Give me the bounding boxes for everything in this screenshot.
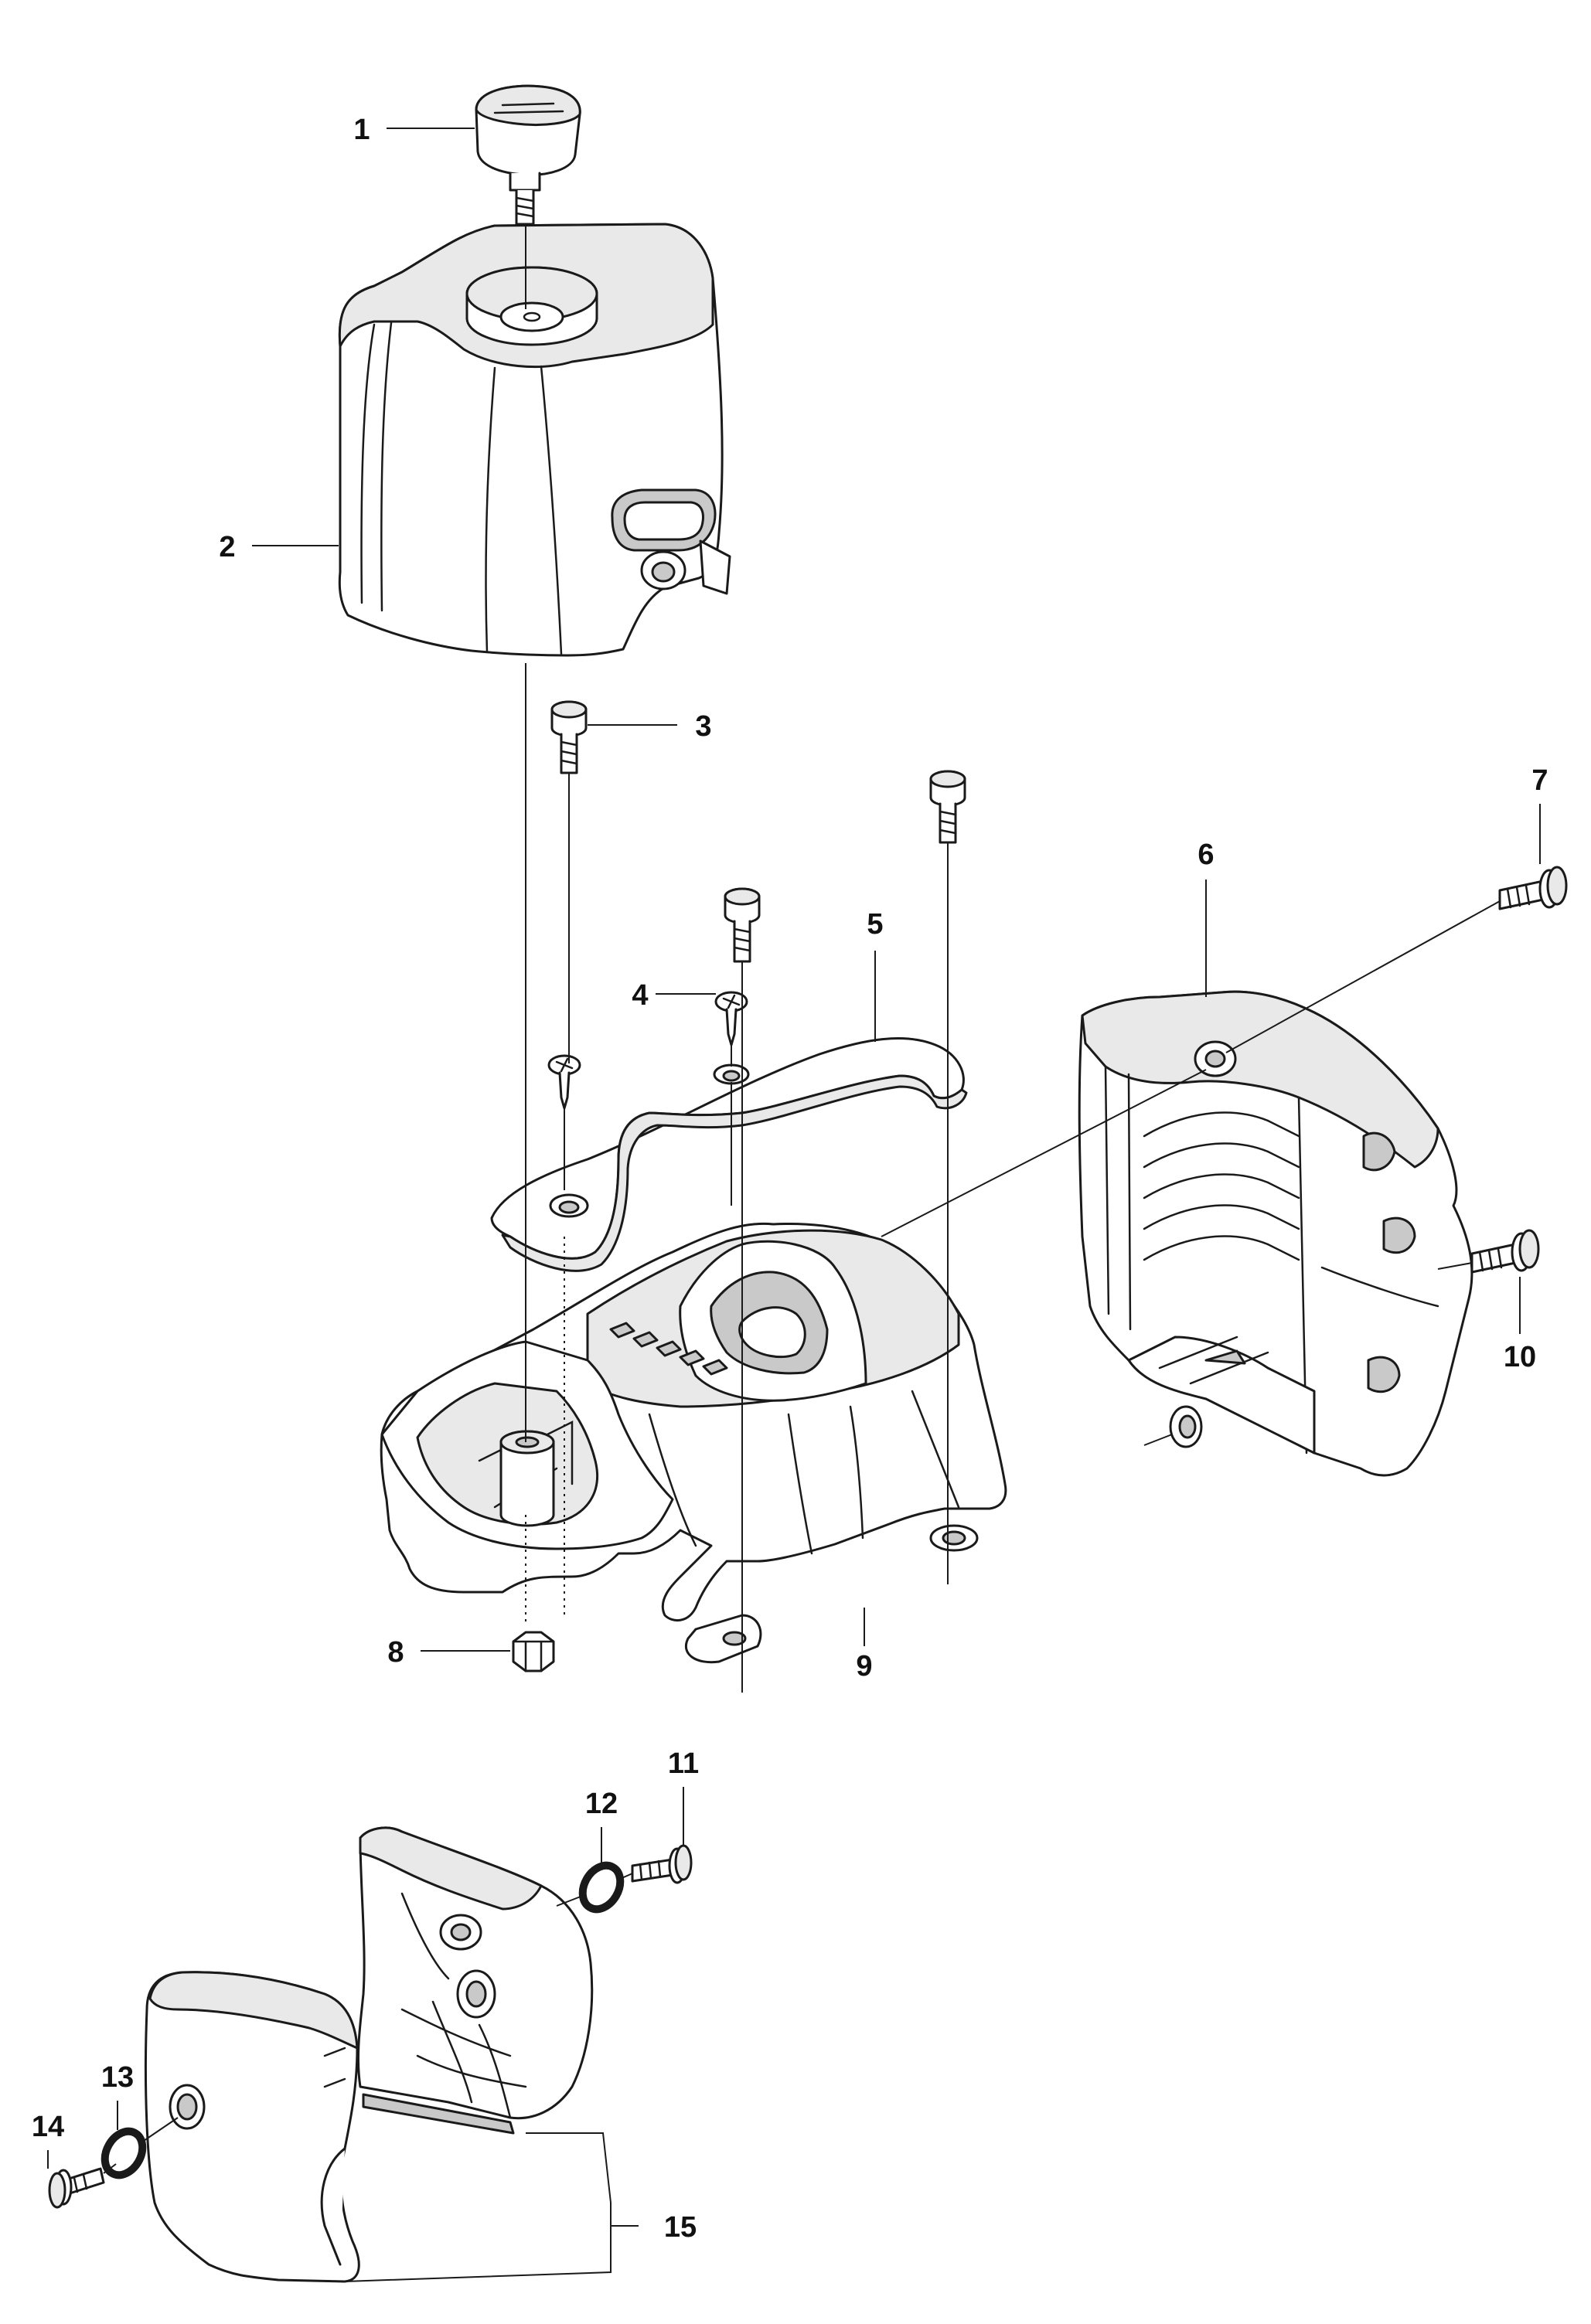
- part-13-o-ring: [101, 2127, 147, 2179]
- part-6-side-shroud: [1078, 990, 1473, 1477]
- callout-leaders: [47, 128, 1541, 2282]
- part-7-bolt: [1498, 866, 1568, 910]
- part-15-cover-back: [356, 1826, 594, 2135]
- callout-9: 9: [856, 1650, 872, 1683]
- part-5-handle-plate: [490, 1037, 968, 1272]
- callout-3: 3: [695, 710, 711, 743]
- callout-6: 6: [1198, 839, 1214, 871]
- part-12-o-ring: [578, 1861, 625, 1914]
- screw-long-middle: [724, 887, 761, 963]
- small-screw-left: [547, 1054, 581, 1110]
- screw-long-right: [929, 770, 966, 844]
- callout-11: 11: [668, 1747, 699, 1780]
- callout-5: 5: [867, 908, 883, 941]
- callout-10: 10: [1504, 1341, 1536, 1373]
- part-14-screw: [48, 2167, 105, 2209]
- part-11-screw: [631, 1844, 693, 1884]
- part-8-nut: [512, 1631, 555, 1672]
- part-1-knob: [475, 84, 581, 226]
- assembly-lines: [103, 224, 1501, 2174]
- callout-labels: 1 2 3 4 5 6 7 8 9 10 11 12 13 14 15: [32, 114, 1548, 2244]
- callout-8: 8: [387, 1636, 404, 1669]
- callout-15: 15: [664, 2211, 697, 2244]
- callout-7: 7: [1531, 764, 1548, 797]
- part-2-top-cover: [338, 223, 731, 657]
- part-15-cover-front: [144, 1971, 360, 2283]
- callout-4: 4: [632, 979, 648, 1012]
- part-10-bolt: [1470, 1229, 1540, 1274]
- callout-1: 1: [353, 114, 370, 146]
- part-9-main-housing: [380, 1222, 1007, 1664]
- callout-12: 12: [585, 1788, 618, 1820]
- callout-14: 14: [32, 2111, 64, 2143]
- callout-2: 2: [219, 531, 235, 563]
- callout-13: 13: [101, 2061, 134, 2094]
- part-3-screw: [550, 700, 588, 774]
